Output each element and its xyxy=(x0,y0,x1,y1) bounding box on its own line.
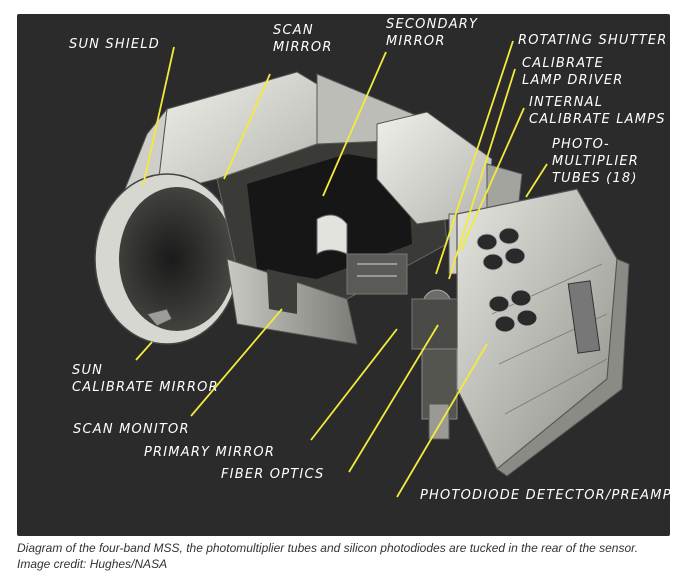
label-scan-mirror: SCAN MIRROR xyxy=(273,23,333,55)
label-rotating-shutter: ROTATING SHUTTER xyxy=(518,33,668,48)
entrance-aperture xyxy=(94,173,240,345)
label-primary-mirror: PRIMARY MIRROR xyxy=(144,445,276,460)
label-secondary-mirror: SECONDARY MIRROR xyxy=(386,17,479,49)
label-photodiode-detector: PHOTODIODE DETECTOR/PREAMP(6) xyxy=(420,488,670,503)
photomultiplier-tube-array xyxy=(476,227,538,333)
label-photomultiplier-tubes: PHOTO- MULTIPLIER TUBES (18) xyxy=(552,137,640,186)
pointer-calibrate-lamp-driver xyxy=(448,68,516,280)
lower-housing xyxy=(226,258,358,345)
sun-calibrate-mirror-part xyxy=(146,308,173,327)
label-calibrate-lamp-driver: CALIBRATE LAMP DRIVER xyxy=(522,56,624,88)
pointer-photodiode-detector xyxy=(396,343,488,498)
secondary-mirror-part xyxy=(316,214,348,255)
pointer-secondary-mirror xyxy=(322,51,387,197)
pointer-scan-monitor xyxy=(190,308,283,417)
detector-assembly-box xyxy=(456,188,630,477)
pointer-fiber-optics xyxy=(348,324,439,473)
pointer-photomultiplier-tubes xyxy=(525,163,548,198)
label-scan-monitor: SCAN MONITOR xyxy=(73,422,190,437)
pointer-scan-mirror xyxy=(223,73,271,180)
label-sun-calibrate-mirror: SUN CALIBRATE MIRROR xyxy=(72,363,219,395)
pointer-sun-calibrate-mirror xyxy=(135,341,153,361)
label-internal-calibrate-lamps: INTERNAL CALIBRATE LAMPS xyxy=(529,95,666,127)
mss-cutaway-figure: SUN SHIELD SCAN MIRROR SECONDARY MIRROR … xyxy=(17,14,670,536)
label-fiber-optics: FIBER OPTICS xyxy=(221,467,325,482)
primary-mirror-part xyxy=(346,253,408,295)
mss-cutaway-illustration xyxy=(94,40,630,498)
figure-caption: Diagram of the four-band MSS, the photom… xyxy=(17,541,639,571)
label-sun-shield: SUN SHIELD xyxy=(69,37,160,52)
label-pointers xyxy=(135,40,548,498)
pointer-internal-calibrate-lamps xyxy=(460,107,525,251)
pointer-primary-mirror xyxy=(310,328,398,441)
photodiode-preamp-part xyxy=(421,348,458,440)
pointer-sun-shield xyxy=(142,46,175,187)
pointer-rotating-shutter xyxy=(435,40,514,275)
